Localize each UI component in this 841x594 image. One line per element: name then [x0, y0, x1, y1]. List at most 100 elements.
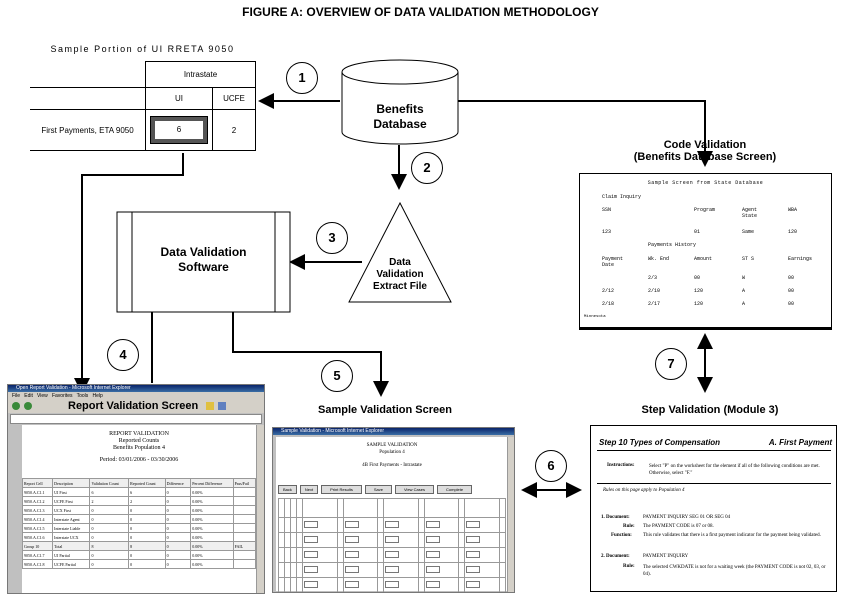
status-select[interactable] — [304, 581, 319, 588]
code-validation-label: Code Validation (Benefits Database Scree… — [633, 139, 777, 163]
software-box — [116, 211, 291, 313]
forward-icon[interactable] — [24, 402, 32, 410]
print-results-button[interactable]: Print Results — [321, 485, 362, 494]
step-circle-3: 3 — [316, 222, 348, 254]
report-validation-window: Open Report Validation - Microsoft Inter… — [7, 384, 265, 594]
software-label: Data Validation Software — [160, 245, 247, 274]
sample-table: Intrastate UI UCFE First Payments, ETA 9… — [30, 61, 256, 151]
database-label: Benefits Database — [373, 102, 427, 131]
ui-value-highlight: 6 — [150, 116, 208, 144]
claim-inquiry-label: Claim Inquiry — [602, 194, 642, 200]
step-circle-2: 2 — [411, 152, 443, 184]
status-select[interactable] — [385, 581, 400, 588]
sample-validation-window: Sample Validation - Microsoft Internet E… — [272, 427, 515, 593]
save-button[interactable]: Save — [364, 485, 392, 494]
arrow-table-to-report — [74, 153, 184, 394]
address-bar[interactable] — [10, 414, 262, 424]
status-select[interactable] — [425, 566, 440, 573]
back-button[interactable]: Back — [278, 485, 297, 494]
status-select[interactable] — [304, 566, 319, 573]
report-scrollbar[interactable] — [256, 425, 264, 593]
report-document: REPORT VALIDATION Reported Counts Benefi… — [21, 425, 257, 593]
ucfe-header: UCFE — [212, 87, 256, 110]
table-row — [277, 562, 507, 578]
table-row — [277, 547, 507, 563]
ui-header: UI — [145, 87, 213, 110]
database-cylinder — [341, 59, 459, 145]
first-payments-label: First Payments, ETA 9050 — [30, 109, 146, 151]
extract-label: Data Validation Extract File — [373, 257, 427, 292]
status-select[interactable] — [385, 566, 400, 573]
step-circle-7: 7 — [655, 348, 687, 380]
status-select[interactable] — [304, 521, 319, 528]
status-select[interactable] — [466, 551, 481, 558]
sample-validation-label: Sample Validation Screen — [318, 404, 452, 416]
folder-icon[interactable] — [206, 402, 214, 410]
complete-button[interactable]: Complete — [437, 485, 473, 494]
status-select[interactable] — [304, 551, 319, 558]
status-select[interactable] — [385, 521, 400, 528]
status-select[interactable] — [344, 521, 359, 528]
table-row — [277, 517, 507, 533]
status-select[interactable] — [344, 536, 359, 543]
sample-scrollbar[interactable] — [507, 437, 514, 592]
status-select[interactable] — [344, 581, 359, 588]
next-button[interactable]: Next — [299, 485, 319, 494]
code-validation-screen: Sample Screen from State Database Claim … — [579, 173, 832, 330]
step-circle-5: 5 — [321, 360, 353, 392]
step-circle-6: 6 — [535, 450, 567, 482]
report-window-titlebar: Open Report Validation - Microsoft Inter… — [8, 385, 264, 392]
arrow-db-to-code — [458, 100, 713, 167]
status-select[interactable] — [344, 551, 359, 558]
status-select[interactable] — [385, 551, 400, 558]
step-title-right: A. First Payment — [768, 438, 832, 447]
report-toolbar: Report Validation Screen — [8, 400, 264, 413]
status-select[interactable] — [425, 521, 440, 528]
sample-window-titlebar: Sample Validation - Microsoft Internet E… — [273, 428, 514, 435]
step-validation-page: Step 10 Types of Compensation A. First P… — [590, 425, 837, 592]
status-select[interactable] — [304, 536, 319, 543]
status-select[interactable] — [466, 581, 481, 588]
sample-table-caption: Sample Portion of UI RRETA 9050 — [50, 44, 235, 54]
status-select[interactable] — [425, 551, 440, 558]
status-select[interactable] — [466, 566, 481, 573]
view-cases-button[interactable]: View Cases — [394, 485, 434, 494]
figure-title: FIGURE A: OVERVIEW OF DATA VALIDATION ME… — [242, 5, 599, 19]
status-select[interactable] — [385, 536, 400, 543]
status-select[interactable] — [425, 581, 440, 588]
step-title: Step 10 Types of Compensation — [599, 438, 721, 447]
code-screen-title: Sample Screen from State Database — [647, 180, 764, 186]
report-validation-label: Report Validation Screen — [68, 400, 199, 412]
sample-button-row: Back Next Print Results Save View Cases … — [276, 485, 508, 494]
intrastate-header: Intrastate — [145, 61, 256, 88]
report-menu-bar: File Edit View Favorites Tools Help — [8, 392, 264, 400]
step-circle-4: 4 — [107, 339, 139, 371]
sample-case-grid — [276, 498, 508, 592]
sample-document: SAMPLE VALIDATION Population 4 4B First … — [276, 437, 508, 592]
table-row — [277, 498, 507, 518]
back-icon[interactable] — [12, 402, 20, 410]
step-validation-label: Step Validation (Module 3) — [641, 404, 779, 416]
status-select[interactable] — [344, 566, 359, 573]
status-select[interactable] — [466, 536, 481, 543]
ucfe-value: 2 — [212, 109, 256, 151]
table-row — [277, 577, 507, 592]
extract-triangle — [348, 201, 452, 303]
table-row — [277, 532, 507, 548]
status-select[interactable] — [425, 536, 440, 543]
print-icon[interactable] — [218, 402, 226, 410]
report-table: Report Cell Description Validation Count… — [21, 478, 257, 569]
arrow-software-to-sample — [232, 312, 389, 397]
status-select[interactable] — [466, 521, 481, 528]
payments-history-label: Payments History — [648, 242, 697, 248]
